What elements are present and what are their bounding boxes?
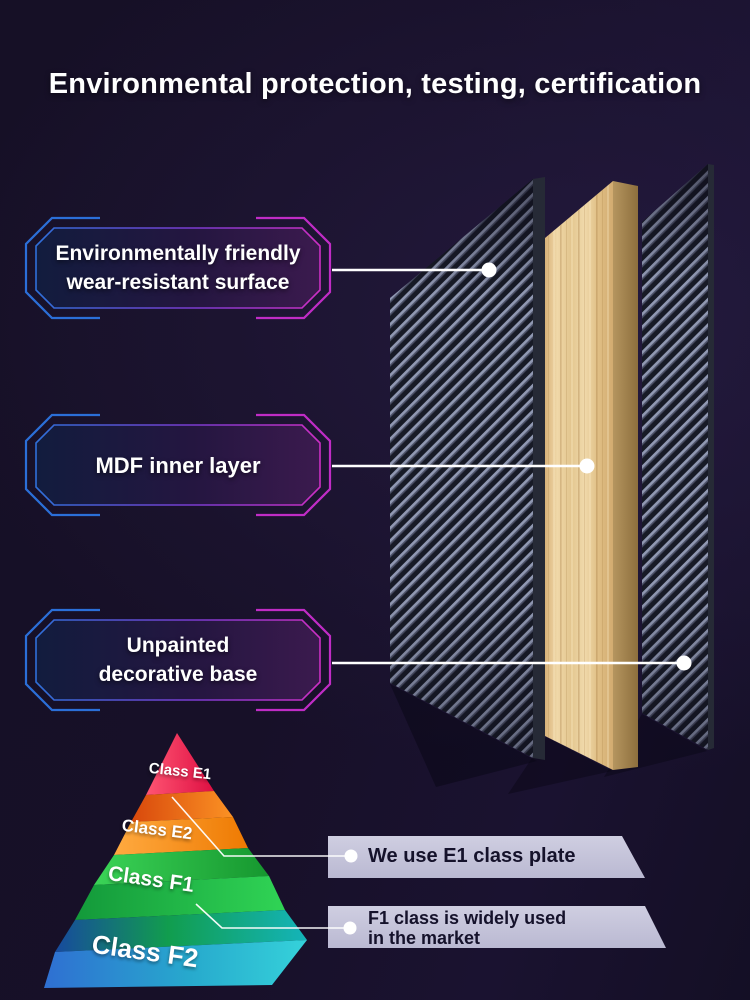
banner-bullet-icon (344, 849, 358, 863)
callout-label-line: decorative base (98, 663, 258, 686)
panel-right-edge (708, 164, 714, 750)
page-title: Environmental protection, testing, certi… (48, 68, 702, 100)
callout-label-mdf: MDF inner layer (24, 413, 332, 517)
panel-shadow (508, 737, 612, 794)
panel-middle-wood (545, 181, 638, 770)
pyramid-leader-lines (171, 796, 352, 929)
pyramid-tier-e2-top (131, 791, 233, 822)
callout-label-surface: Environmentally friendly wear-resistant … (24, 216, 332, 320)
banner-f1-line: in the market (368, 928, 481, 948)
pointer-dot-icon (481, 262, 497, 278)
pyramid (44, 733, 307, 988)
panel-shadow (390, 684, 537, 787)
banner-f1-text: F1 class is widely used in the market (368, 908, 566, 948)
board-layers-illustration (390, 164, 714, 794)
leader-line-f1-banner (195, 903, 350, 929)
banner-bullet-icon (343, 921, 357, 935)
panel-left-carbon (390, 177, 545, 760)
banner-f1-line: F1 class is widely used (368, 908, 567, 928)
banner-e1 (328, 836, 645, 878)
callout-label-line: Environmentally friendly (55, 242, 301, 265)
panel-middle-side (613, 181, 638, 770)
callout-label-line: Unpainted (126, 634, 230, 657)
panel-right-carbon (642, 164, 714, 750)
pyramid-tier-f1-top (94, 848, 269, 885)
pointer-dot-icon (676, 655, 692, 671)
banner-f1 (328, 906, 666, 948)
callout-label-base: Unpainted decorative base (24, 608, 332, 712)
callout-leader-lines (332, 268, 684, 665)
pointer-dot-icon (579, 458, 595, 474)
pyramid-tier-f2-top (55, 910, 307, 952)
callout-label-line: wear-resistant surface (66, 271, 290, 294)
banner-e1-text: We use E1 class plate (368, 845, 576, 867)
panel-left-edge (533, 177, 545, 760)
pyramid-tier-e1 (146, 733, 214, 795)
pyramid-tier-f1 (75, 876, 285, 920)
pyramid-tier-f2 (44, 940, 307, 988)
callout-label-line: MDF inner layer (95, 452, 261, 478)
leader-line-e1-banner (171, 796, 352, 857)
